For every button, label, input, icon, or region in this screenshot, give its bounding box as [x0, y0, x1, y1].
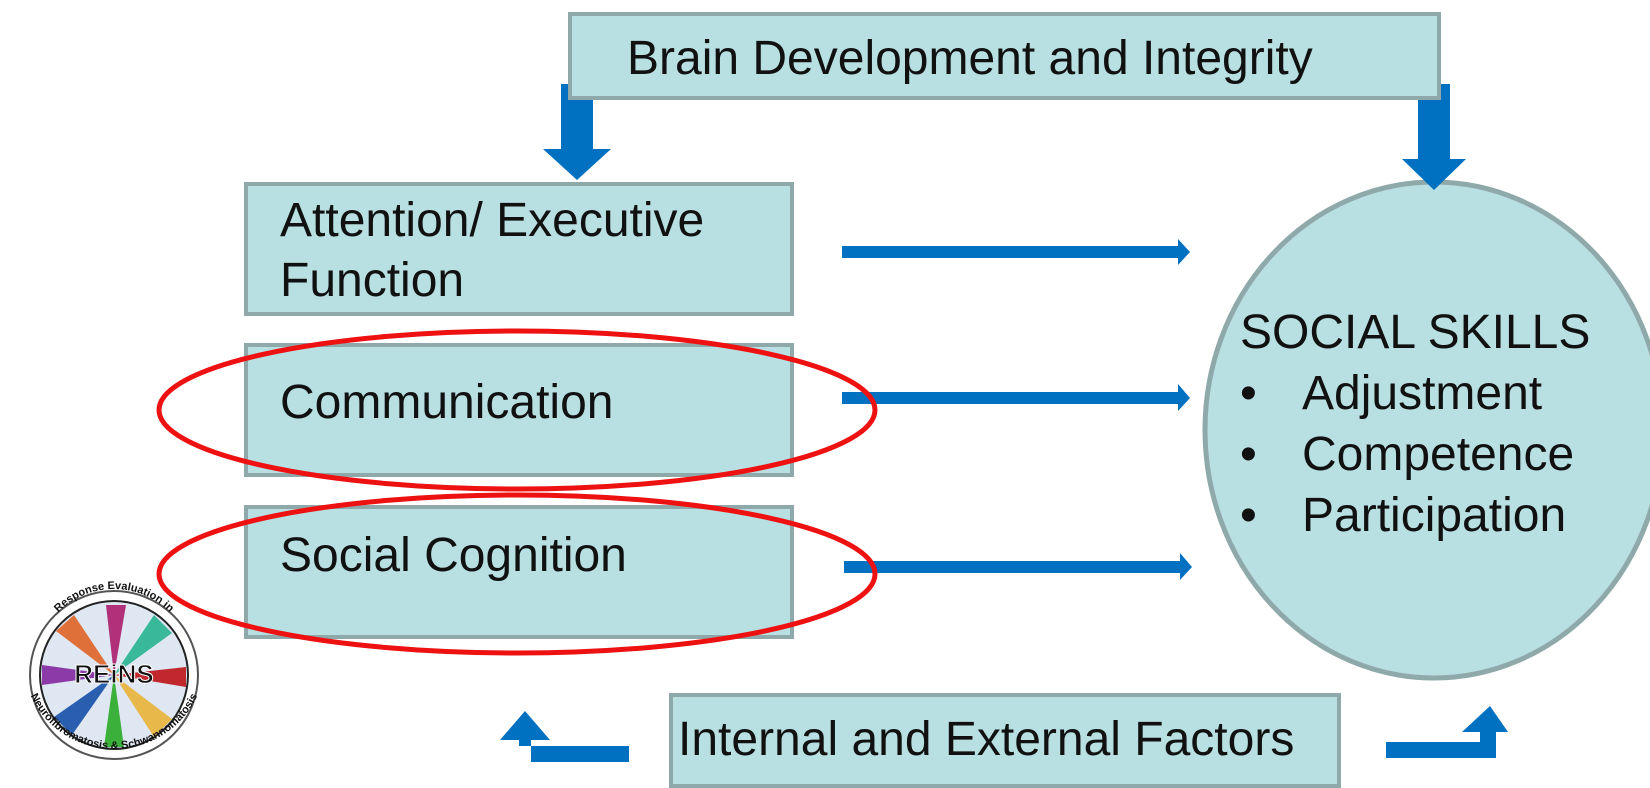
social-skills-item: • Participation [1240, 485, 1566, 546]
logo-label: REiNS [74, 659, 153, 689]
arrow-attention-to-social-skills [842, 239, 1190, 265]
attention-box: Attention/ Executive Function [244, 182, 794, 316]
social-skills-item-label: Adjustment [1302, 367, 1543, 420]
bottom-box-label: Internal and External Factors [678, 713, 1295, 766]
social-skills-item: • Competence [1240, 424, 1574, 485]
bullet-glyph: • [1240, 367, 1257, 420]
bullet-glyph: • [1240, 489, 1257, 542]
arrow-social-cognition-to-social-skills [844, 553, 1192, 580]
feedback-arrow-right [1386, 706, 1508, 758]
top-box: Brain Development and Integrity [568, 12, 1441, 100]
social-cognition-box: Social Cognition [244, 505, 794, 639]
communication-box-label: Communication [280, 376, 614, 429]
arrow-communication-to-social-skills [842, 384, 1190, 411]
top-box-label: Brain Development and Integrity [627, 32, 1313, 85]
social-skills-item-label: Participation [1302, 489, 1567, 542]
hands-icon [42, 605, 186, 747]
social-skills-item-label: Competence [1302, 428, 1575, 481]
reins-logo: REiNS Response Evaluation in Neurofibrom… [28, 580, 200, 760]
attention-box-label-line-2: Function [280, 254, 465, 307]
bullet-glyph: • [1240, 428, 1257, 481]
social-skills-title: SOCIAL SKILLS [1240, 306, 1591, 359]
attention-box-label-line-1: Attention/ Executive [280, 194, 705, 247]
highlight-ellipse-communication [156, 328, 878, 492]
feedback-arrow-left [500, 711, 629, 762]
highlight-ellipse-social-cognition [156, 492, 878, 656]
down-arrow-right [1402, 84, 1466, 190]
bottom-box: Internal and External Factors [669, 693, 1341, 788]
social-cognition-box-label: Social Cognition [280, 529, 627, 582]
down-arrow-left [543, 84, 611, 180]
communication-box: Communication [244, 343, 794, 477]
social-skills-item: • Adjustment [1240, 363, 1542, 424]
